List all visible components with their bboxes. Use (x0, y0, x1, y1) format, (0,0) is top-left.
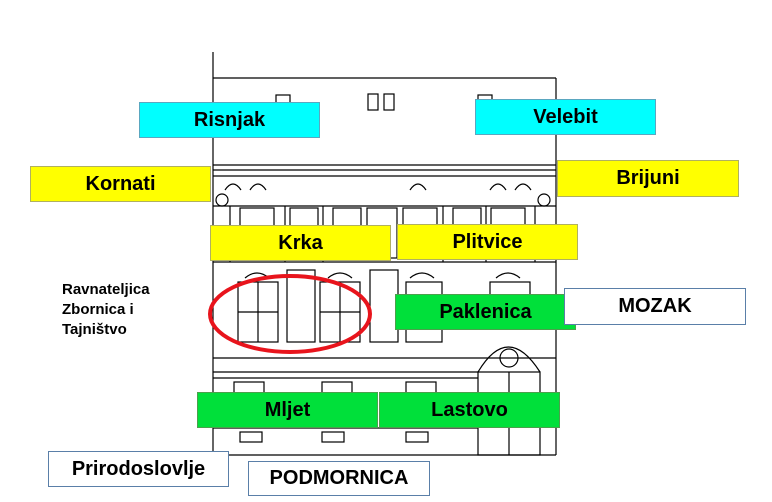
room-risnjak[interactable]: Risnjak (139, 102, 320, 138)
room-mozak[interactable]: MOZAK (564, 288, 746, 325)
room-prirodoslovlje[interactable]: Prirodoslovlje (48, 451, 229, 487)
room-kornati[interactable]: Kornati (30, 166, 211, 202)
room-krka[interactable]: Krka (210, 225, 391, 261)
room-lastovo[interactable]: Lastovo (379, 392, 560, 428)
room-plitvice[interactable]: Plitvice (397, 224, 578, 260)
note-line-2: Zbornica i (62, 301, 134, 318)
note-line-3: Tajništvo (62, 321, 127, 338)
room-mljet[interactable]: Mljet (197, 392, 378, 428)
room-podmornica[interactable]: PODMORNICA (248, 461, 430, 496)
highlight-ring (208, 274, 372, 354)
note-line-1: Ravnateljica (62, 281, 150, 298)
room-brijuni[interactable]: Brijuni (557, 160, 739, 197)
room-velebit[interactable]: Velebit (475, 99, 656, 135)
office-note: Ravnateljica Zbornica i Tajništvo (62, 280, 150, 340)
room-paklenica[interactable]: Paklenica (395, 294, 576, 330)
